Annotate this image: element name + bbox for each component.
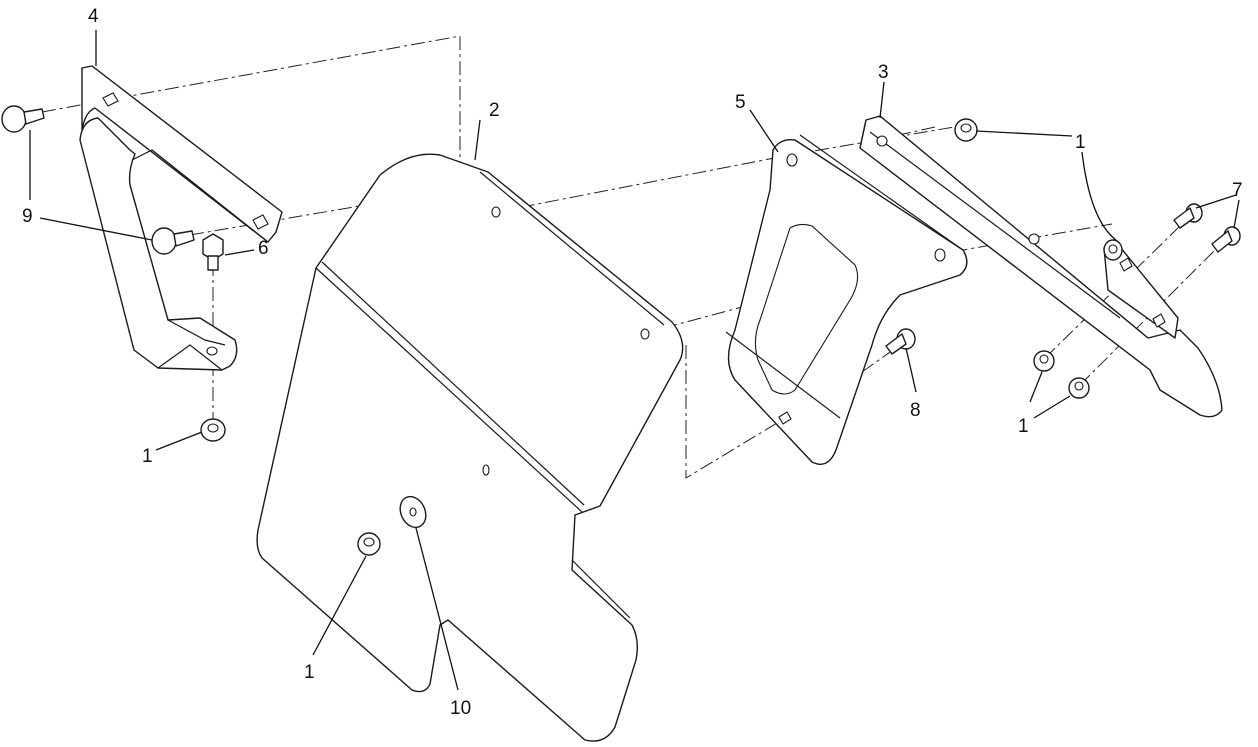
carriage-bolt-icon xyxy=(151,227,195,255)
hardware xyxy=(1,105,1241,556)
callout-5: 5 xyxy=(735,92,746,113)
callout-7: 7 xyxy=(1232,180,1243,201)
callout-3: 3 xyxy=(878,62,889,83)
flange-nut-icon xyxy=(1033,350,1055,372)
callout-1-right-bottom: 1 xyxy=(1018,416,1029,437)
part-4-left-bracket xyxy=(79,65,283,371)
flange-nut-icon xyxy=(1103,239,1123,261)
flange-nut-icon xyxy=(357,532,381,556)
callout-2: 2 xyxy=(489,100,500,121)
leader-lines xyxy=(29,30,1240,691)
flange-nut-icon xyxy=(954,118,978,142)
flange-bolt-icon xyxy=(885,328,916,355)
flange-nut-icon xyxy=(200,418,226,442)
callout-10: 10 xyxy=(450,698,471,719)
callout-labels: 4 9 6 1 2 5 3 1 7 8 1 1 10 xyxy=(22,6,1243,719)
hex-bolt-icon xyxy=(202,233,224,271)
flange-bolt-icon xyxy=(1211,226,1241,253)
flange-nut-icon xyxy=(1068,377,1090,399)
part-5-center-bracket xyxy=(725,134,968,465)
callout-4: 4 xyxy=(88,6,99,27)
callout-1-left: 1 xyxy=(142,446,153,467)
callout-8: 8 xyxy=(910,400,921,421)
part-3-right-bracket xyxy=(859,115,1223,418)
callout-1-center: 1 xyxy=(304,662,315,683)
flange-bolt-icon xyxy=(1173,203,1203,229)
callout-1-right-top: 1 xyxy=(1075,132,1086,153)
part-2-shield-panel xyxy=(256,153,684,742)
washer-icon xyxy=(399,495,427,529)
callout-6: 6 xyxy=(258,238,269,259)
callout-9: 9 xyxy=(22,206,33,227)
carriage-bolt-icon xyxy=(1,105,45,133)
